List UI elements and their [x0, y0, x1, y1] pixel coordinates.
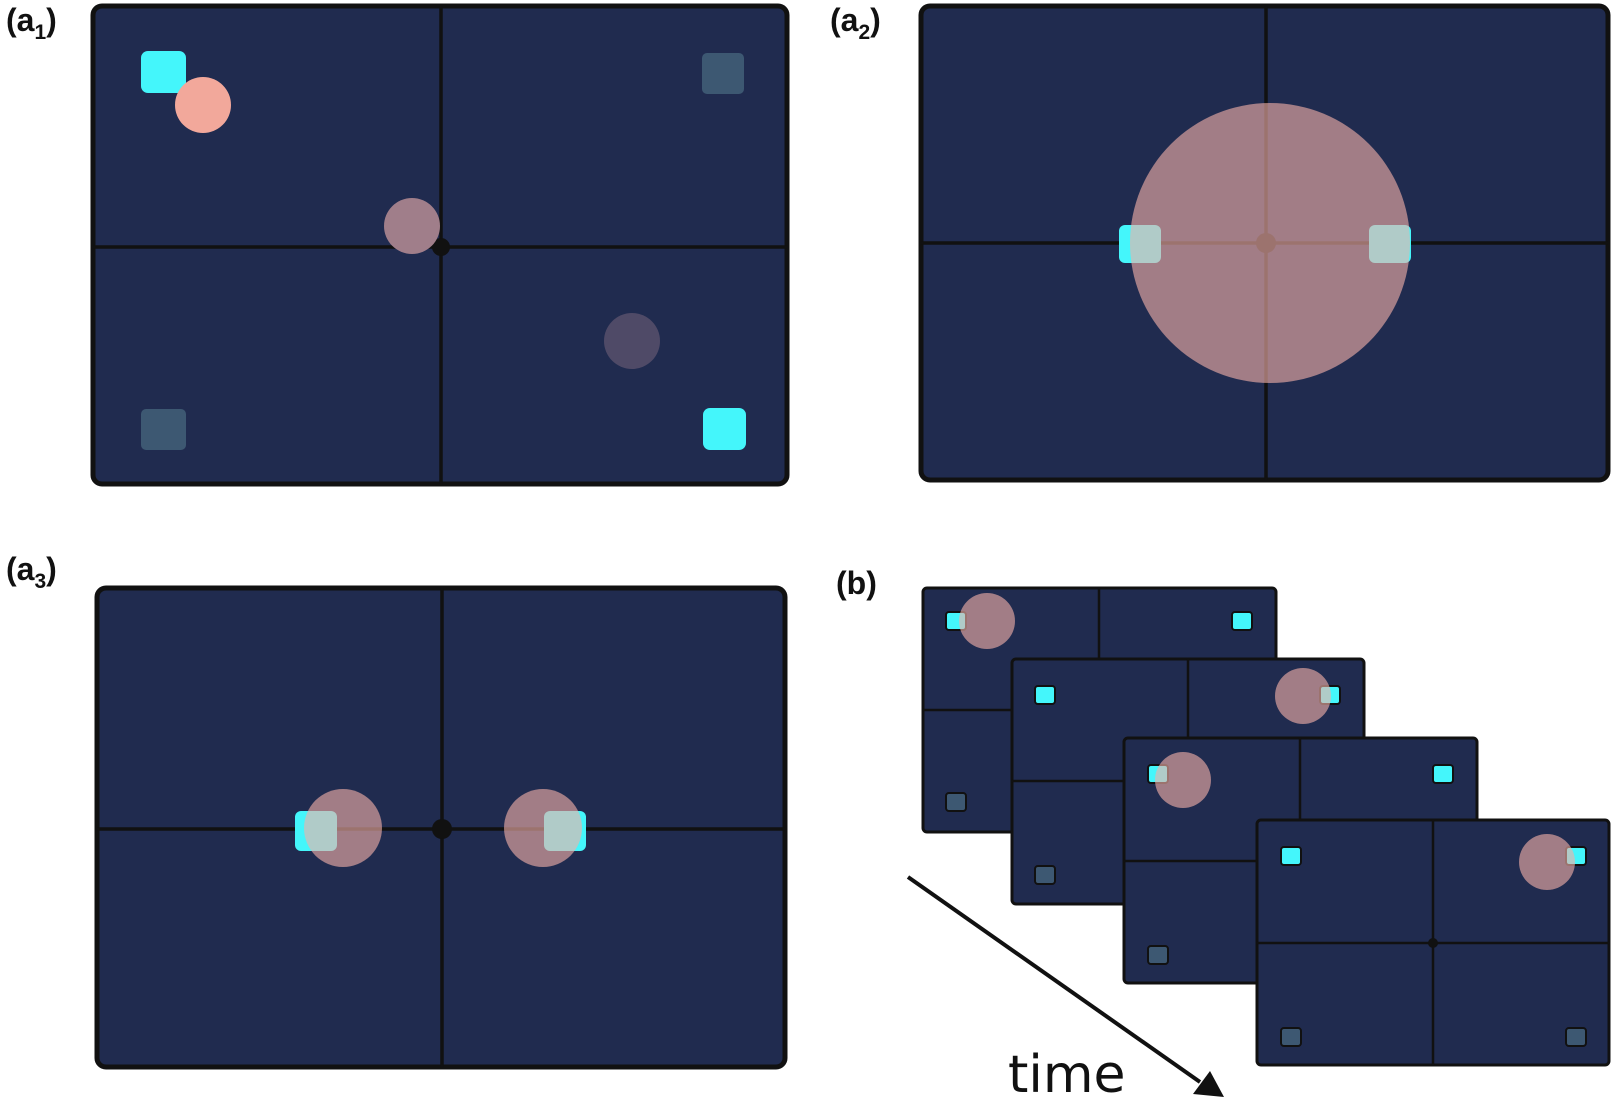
cursor-mid-a1 [384, 198, 440, 254]
target-active-top-left-a1 [141, 51, 186, 93]
panel-b-label: (b) [836, 565, 877, 601]
panel-a2: (a2) [830, 2, 1611, 483]
target-active-top-right-frame-1 [1231, 611, 1253, 631]
cursor-frame-2 [1275, 668, 1331, 724]
center-dot-frame-4 [1428, 938, 1438, 948]
time-label: time [1008, 1045, 1125, 1097]
target-active-top-left-frame-4 [1280, 846, 1302, 866]
cursor-frame-1 [959, 593, 1015, 649]
panel-a1: (a1) [6, 2, 790, 487]
target-active-top-right-frame-3 [1432, 764, 1454, 784]
target-dim-bottom-left-a1 [141, 409, 186, 450]
target-dim-bottom-left-frame-2 [1034, 865, 1056, 885]
center-dot-a1 [432, 238, 450, 256]
cursor-frame-4 [1519, 834, 1575, 890]
time-arrow-line [906, 875, 1202, 1084]
time-frame-4 [1255, 818, 1611, 1067]
panel-a1-label: (a1) [6, 2, 57, 44]
panel-a2-label: (a2) [830, 2, 881, 44]
center-dot-a3 [432, 819, 452, 839]
target-dim-bottom-left-frame-4 [1280, 1027, 1302, 1047]
cursor-dim-a1 [604, 313, 660, 369]
cursor-large-a2 [1130, 103, 1410, 383]
target-active-top-left-frame-2 [1034, 685, 1056, 705]
time-arrow-head-icon [1193, 1071, 1224, 1097]
cursor-left-a3 [304, 789, 382, 867]
time-arrow [906, 875, 1224, 1097]
target-active-bottom-right-a1 [703, 408, 746, 450]
target-dim-top-right-a1 [702, 53, 744, 94]
target-dim-bottom-left-frame-3 [1147, 945, 1169, 965]
target-dim-bottom-left-frame-1 [945, 792, 967, 812]
target-dim-bottom-right-frame-4 [1565, 1027, 1587, 1047]
panel-a3: (a3) [6, 551, 788, 1070]
panel-b: (b) [836, 565, 1611, 1097]
cursor-bright-a1 [175, 77, 231, 133]
cursor-right-a3 [504, 789, 582, 867]
cursor-frame-3 [1155, 752, 1211, 808]
panel-a3-label: (a3) [6, 551, 57, 593]
